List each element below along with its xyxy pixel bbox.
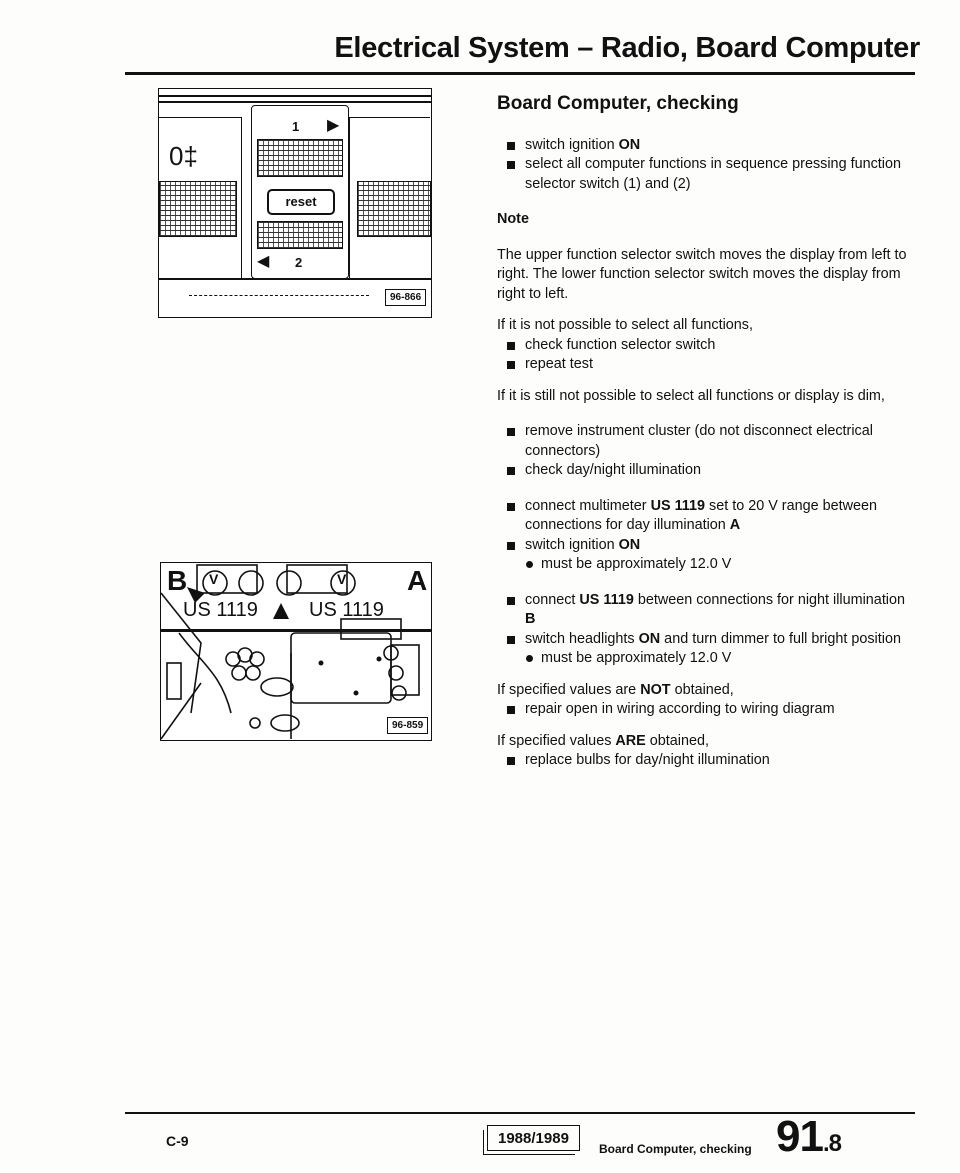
fig1-left-panel <box>159 117 242 279</box>
footer-rule <box>125 1112 915 1114</box>
fig1-id: 96-866 <box>385 289 427 306</box>
header-rule <box>125 72 915 75</box>
procedure-text: Board Computer, checking switch ignition… <box>497 94 917 771</box>
figure-multimeter-connection: B A V V US 1119 US 1119 96-859 <box>160 562 432 741</box>
condition-not-possible: If it is not possible to select all func… <box>497 317 753 333</box>
step-repair-wiring: repair open in wiring according to wirin… <box>497 700 917 720</box>
fuel-pump-icon: 0‡ <box>169 141 198 171</box>
fig1-selector-housing <box>251 105 349 279</box>
step-replace-bulbs: replace bulbs for day/night illumination <box>497 751 917 771</box>
step-ignition-on: switch ignition ON <box>497 136 917 156</box>
page-number-minor: .8 <box>822 1130 842 1157</box>
footer-caption: Board Computer, checking <box>599 1142 752 1156</box>
section-title: Board Computer, checking <box>497 93 739 114</box>
voltmeter-icon: V <box>337 571 347 587</box>
fig1-display-lower <box>257 221 343 249</box>
label-multimeter-left: US 1119 <box>183 599 258 621</box>
model-year: 1988/1989 <box>498 1130 569 1147</box>
label-lower-switch: 2 <box>295 255 303 270</box>
fig1-display-upper <box>257 139 343 177</box>
model-year-badge: 1988/1989 <box>483 1125 580 1155</box>
note-heading: Note <box>497 211 529 227</box>
fig2-drawing <box>161 564 431 740</box>
fig2-id: 96-859 <box>387 717 429 734</box>
fig1-display-left <box>159 181 237 237</box>
note-text: The upper function selector switch moves… <box>497 246 907 302</box>
step-select-functions: select all computer functions in sequenc… <box>497 155 917 194</box>
label-connection-b: B <box>167 565 188 596</box>
step-connect-night: connect US 1119 between connections for … <box>497 591 917 630</box>
page-number-major: 91 <box>776 1112 824 1161</box>
label-upper-switch: 1 <box>292 119 300 134</box>
arrow-right-icon: ▶ <box>327 117 340 134</box>
step-headlights: switch headlights ON and turn dimmer to … <box>497 630 917 650</box>
fig1-top-line <box>159 95 431 97</box>
reset-button: reset <box>267 189 335 215</box>
spec-night-voltage: must be approximately 12.0 V <box>497 649 917 669</box>
page-title: Electrical System – Radio, Board Compute… <box>334 32 920 64</box>
fig1-right-panel <box>349 117 430 279</box>
step-repeat-test: repeat test <box>497 355 917 375</box>
spec-day-voltage: must be approximately 12.0 V <box>497 555 917 575</box>
page-reference: C-9 <box>166 1133 189 1149</box>
step-connect-day: connect multimeter US 1119 set to 20 V r… <box>497 497 917 536</box>
voltmeter-icon: V <box>209 571 219 587</box>
fig1-top-line <box>159 101 431 103</box>
step-ignition-on-2: switch ignition ON <box>497 536 917 556</box>
fig1-dashed-line <box>189 295 369 296</box>
step-remove-cluster: remove instrument cluster (do not discon… <box>497 422 917 461</box>
fig1-display-right <box>357 181 431 237</box>
label-multimeter-right: US 1119 <box>309 599 384 621</box>
page-number: 91.8 <box>776 1112 842 1162</box>
step-check-illumination: check day/night illumination <box>497 461 917 481</box>
label-connection-a: A <box>407 565 428 596</box>
condition-obtained: If specified values ARE obtained, <box>497 732 709 749</box>
condition-still-not-possible: If it is still not possible to select al… <box>497 387 885 404</box>
arrow-left-icon: ◀ <box>257 253 270 270</box>
condition-not-obtained: If specified values are NOT obtained, <box>497 681 734 698</box>
figure-selector-switch: 1 ▶ reset ◀ 2 0‡ 96-866 <box>158 88 432 318</box>
step-check-switch: check function selector switch <box>497 336 917 356</box>
